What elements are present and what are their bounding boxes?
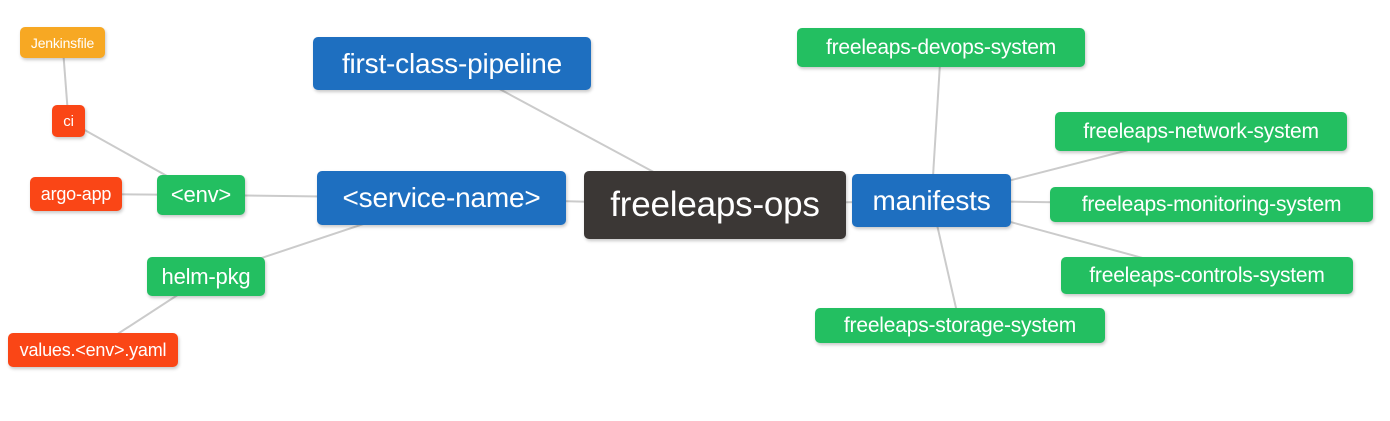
node-values-env-yaml[interactable]: values.<env>.yaml (8, 333, 178, 367)
node-argo-app[interactable]: argo-app (30, 177, 122, 211)
node-freeleaps-storage-system[interactable]: freeleaps-storage-system (815, 308, 1105, 343)
node-first-class-pipeline[interactable]: first-class-pipeline (313, 37, 591, 90)
node-freeleaps-monitoring-system[interactable]: freeleaps-monitoring-system (1050, 187, 1373, 222)
node-service-name[interactable]: <service-name> (317, 171, 566, 225)
node-freeleaps-controls-system[interactable]: freeleaps-controls-system (1061, 257, 1353, 294)
node-freeleaps-devops-system[interactable]: freeleaps-devops-system (797, 28, 1085, 67)
node-helm-pkg[interactable]: helm-pkg (147, 257, 265, 296)
node-freeleaps-ops[interactable]: freeleaps-ops (584, 171, 846, 239)
node-freeleaps-network-system[interactable]: freeleaps-network-system (1055, 112, 1347, 151)
node-env[interactable]: <env> (157, 175, 245, 215)
node-ci[interactable]: ci (52, 105, 85, 137)
node-jenkinsfile[interactable]: Jenkinsfile (20, 27, 105, 58)
node-manifests[interactable]: manifests (852, 174, 1011, 227)
